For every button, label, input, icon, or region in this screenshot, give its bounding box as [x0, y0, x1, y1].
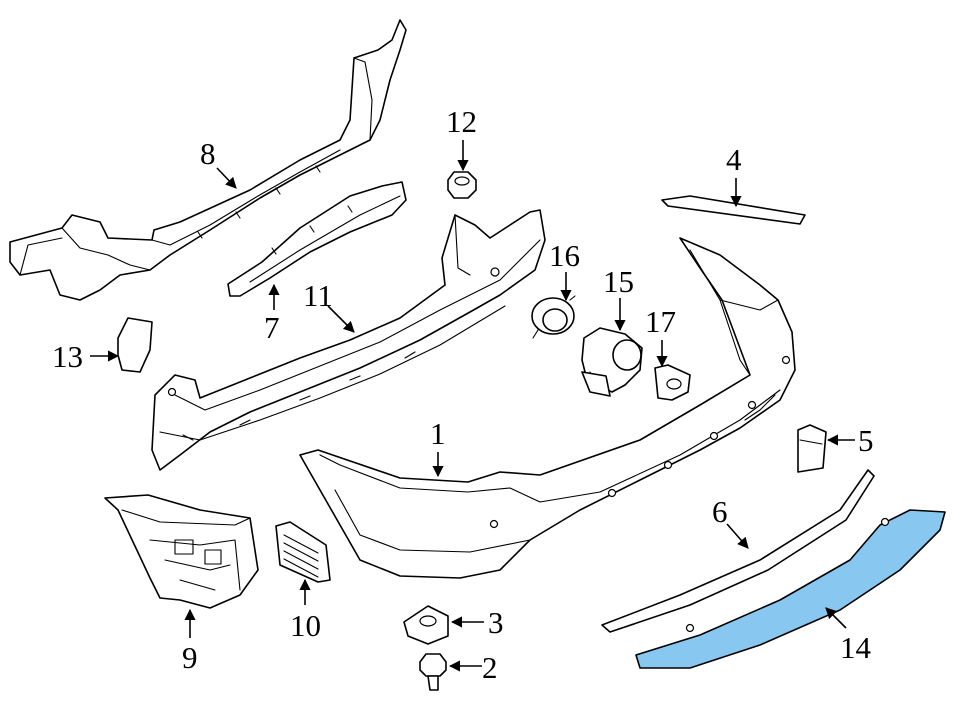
- callout-13: 13: [52, 339, 83, 374]
- callout-14: 14: [840, 630, 872, 665]
- callout-1: 1: [430, 416, 446, 451]
- part-7-reinforcement: [227, 181, 407, 297]
- part-14-diffuser: [635, 509, 946, 669]
- part-16-sensor-retainer: [531, 295, 576, 339]
- callout-10: 10: [290, 608, 321, 643]
- callout-16: 16: [549, 238, 580, 273]
- part-5-clip: [797, 424, 827, 473]
- callout-6: 6: [712, 494, 728, 529]
- callout-2: 2: [482, 650, 498, 685]
- callout-5: 5: [858, 423, 874, 458]
- part-8-energy-absorber: [9, 19, 407, 301]
- callout-17: 17: [645, 304, 676, 339]
- part-1-bumper-cover: [299, 237, 796, 579]
- callout-9: 9: [182, 640, 198, 675]
- part-17-sensor-bracket: [654, 364, 691, 401]
- callout-15: 15: [603, 264, 634, 299]
- callout-labels: 8 7 11 12 4 16 15 17 13 1 5 6 14 9 10 3 …: [52, 104, 874, 685]
- part-2-bolt: [419, 653, 447, 691]
- part-12-nut: [447, 171, 477, 199]
- part-6-lower-molding: [601, 469, 875, 633]
- callout-3: 3: [488, 605, 504, 640]
- callout-12: 12: [446, 104, 477, 139]
- callout-7: 7: [264, 310, 280, 345]
- part-11-impact-bar: [151, 209, 546, 471]
- part-15-park-sensor: [581, 327, 643, 397]
- callout-4: 4: [726, 142, 742, 177]
- part-4-molding: [661, 195, 806, 225]
- callout-8: 8: [200, 136, 216, 171]
- part-9-side-bracket: [104, 494, 259, 609]
- part-10-vent: [275, 521, 331, 583]
- part-13-pad: [117, 317, 153, 373]
- part-3-clip-nut: [403, 605, 449, 645]
- callout-11: 11: [303, 278, 333, 313]
- leader-lines: [90, 140, 855, 672]
